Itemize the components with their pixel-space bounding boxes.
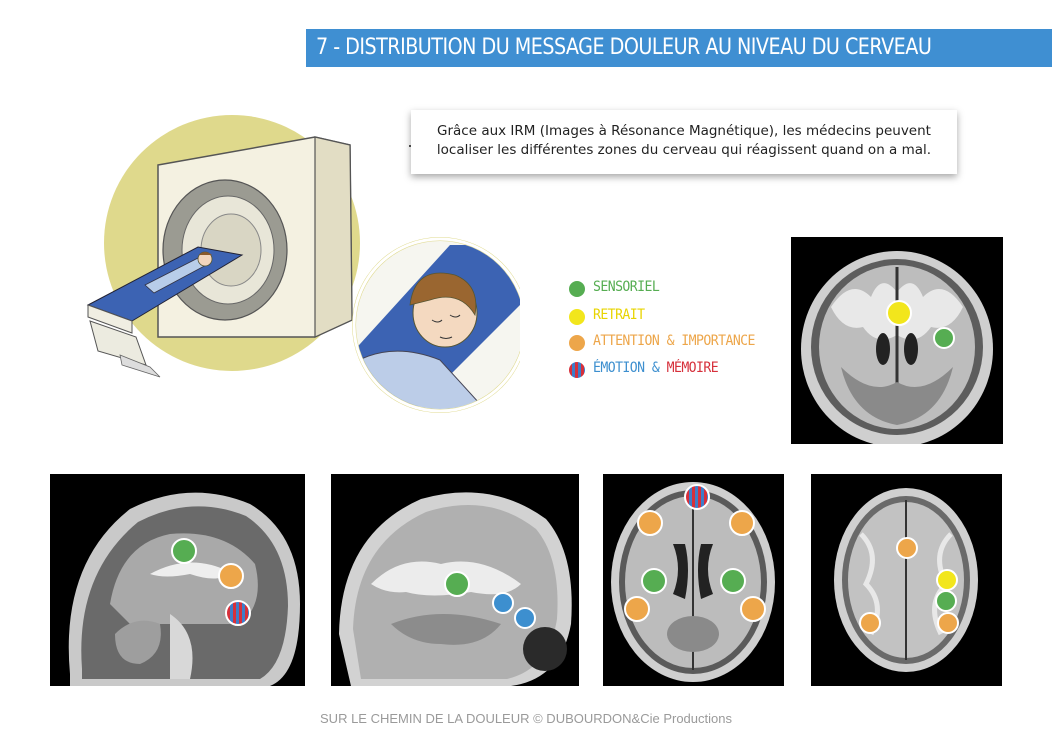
brain-scan-sagittal-medial bbox=[50, 474, 305, 686]
roi-attention bbox=[859, 612, 881, 634]
orange-dot-icon bbox=[569, 335, 585, 351]
roi-sensoriel bbox=[641, 568, 667, 594]
roi-sensoriel bbox=[720, 568, 746, 594]
legend-label: ÉMOTION & MÉMOIRE bbox=[593, 360, 719, 376]
roi-attention bbox=[740, 596, 766, 622]
info-text: Grâce aux IRM (Images à Résonance Magnét… bbox=[411, 122, 957, 160]
brain-scan-axial-middle bbox=[603, 474, 784, 686]
roi-emotion-memoire bbox=[684, 484, 710, 510]
brain-scan-sagittal-lateral bbox=[331, 474, 579, 686]
roi-attention bbox=[896, 537, 918, 559]
page-title: 7 - DISTRIBUTION DU MESSAGE DOULEUR AU N… bbox=[316, 35, 932, 60]
legend-label: SENSORIEL bbox=[593, 279, 660, 295]
brain-scan-coronal bbox=[791, 237, 1003, 444]
roi-sensoriel bbox=[444, 571, 470, 597]
roi-emotion bbox=[492, 592, 514, 614]
roi-attention bbox=[937, 612, 959, 634]
info-box: Grâce aux IRM (Images à Résonance Magnét… bbox=[411, 110, 957, 174]
green-dot-icon bbox=[569, 281, 585, 297]
striped-dot-icon bbox=[569, 362, 585, 378]
footer-credit: SUR LE CHEMIN DE LA DOULEUR © DUBOURDON&… bbox=[320, 711, 732, 726]
roi-attention bbox=[218, 563, 244, 589]
roi-retrait bbox=[936, 569, 958, 591]
roi-sensoriel bbox=[935, 590, 957, 612]
brain-scan-axial-upper bbox=[811, 474, 1002, 686]
roi-attention bbox=[624, 596, 650, 622]
roi-sensoriel bbox=[171, 538, 197, 564]
mri-machine-illustration bbox=[86, 115, 520, 413]
legend-label-emotion: ÉMOTION & bbox=[593, 360, 667, 376]
legend-label-memoire: MÉMOIRE bbox=[666, 360, 719, 376]
yellow-dot-icon bbox=[569, 309, 585, 325]
info-line-2: localiser les différentes zones du cerve… bbox=[436, 142, 932, 158]
roi-attention bbox=[729, 510, 755, 536]
brain-scan-image bbox=[801, 251, 993, 444]
legend-label: ATTENTION & IMPORTANCE bbox=[593, 333, 755, 349]
roi-retrait bbox=[886, 300, 912, 326]
roi-emotion bbox=[514, 607, 536, 629]
brain-scan-image bbox=[68, 492, 300, 686]
legend-label: RETRAIT bbox=[593, 307, 645, 323]
info-line-1: Grâce aux IRM (Images à Résonance Magnét… bbox=[437, 123, 931, 139]
title-banner: 7 - DISTRIBUTION DU MESSAGE DOULEUR AU N… bbox=[306, 29, 1052, 67]
roi-emotion-memoire bbox=[225, 600, 251, 626]
roi-attention bbox=[637, 510, 663, 536]
brain-scan-image bbox=[834, 488, 978, 672]
roi-sensoriel bbox=[933, 327, 955, 349]
